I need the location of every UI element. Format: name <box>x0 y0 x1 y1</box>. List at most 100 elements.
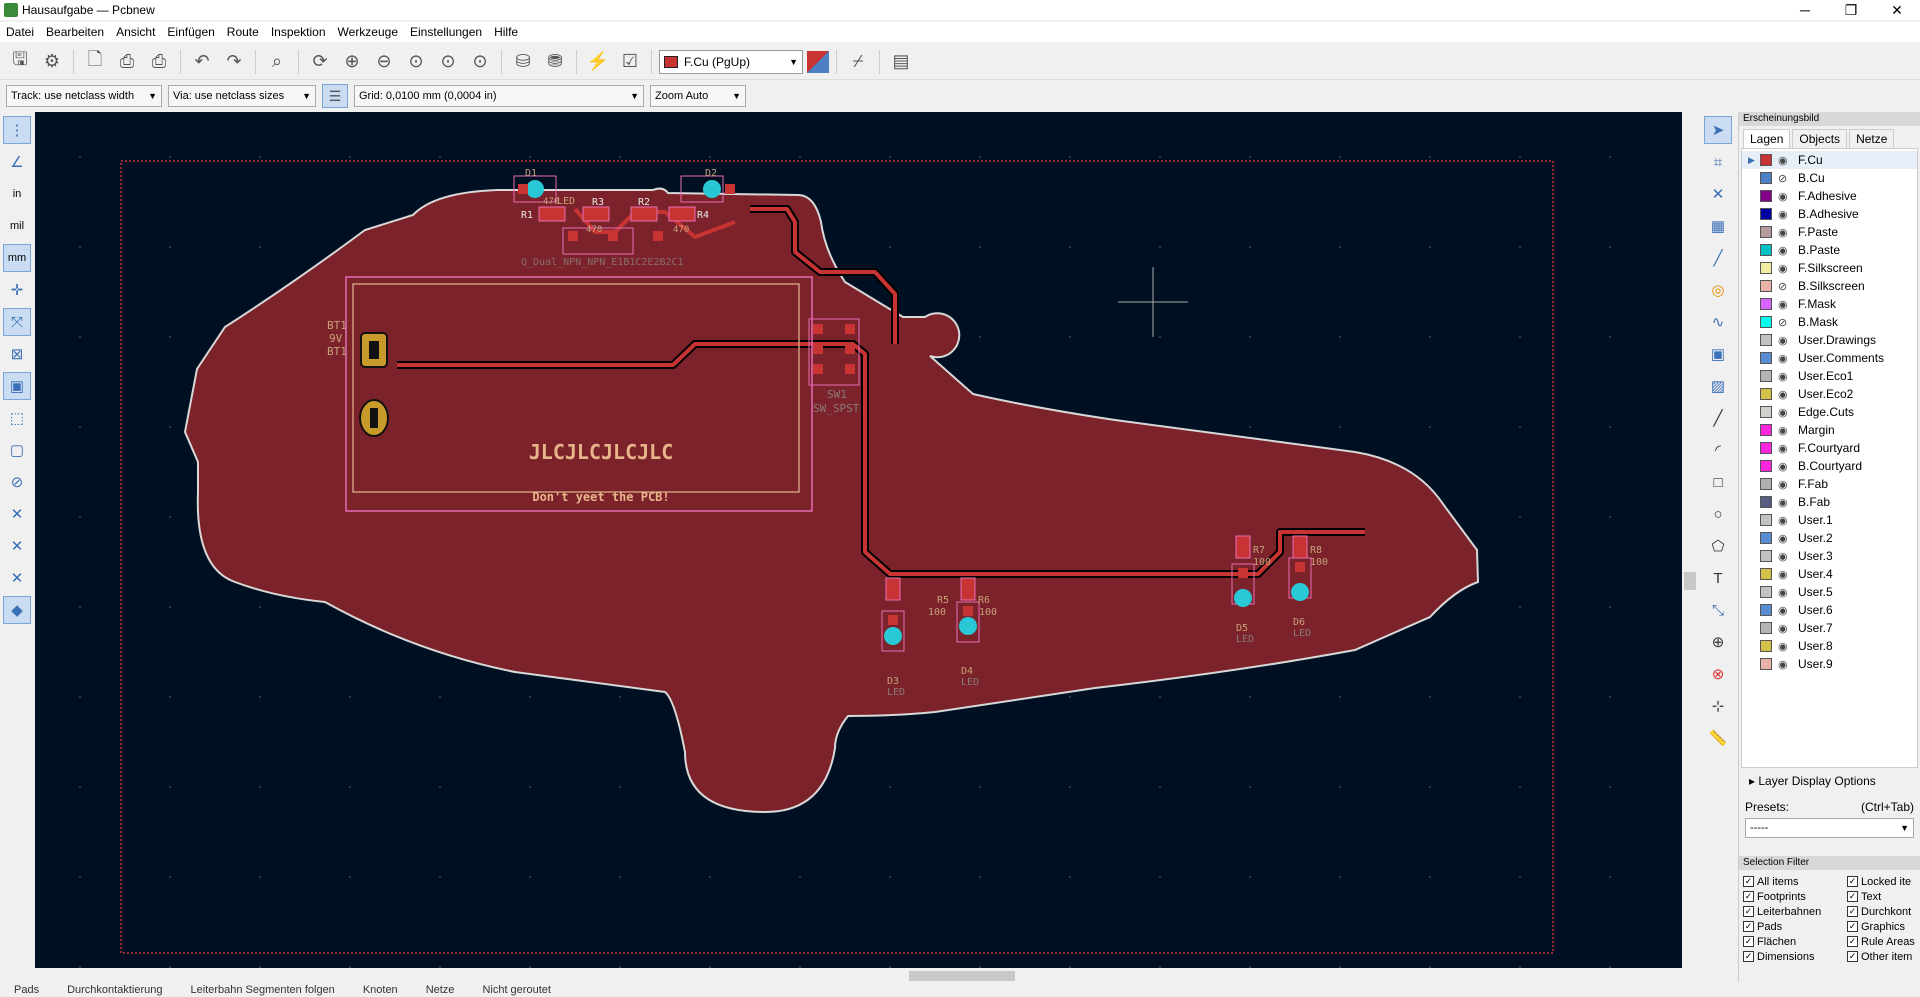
layer-color-swatch[interactable] <box>1760 190 1772 202</box>
visibility-eye-icon[interactable]: ◉ <box>1778 424 1788 437</box>
filter-checkbox[interactable]: ✓Locked ite <box>1847 874 1920 889</box>
sw1-pad[interactable] <box>845 324 855 334</box>
filter-checkbox[interactable]: ✓Leiterbahnen <box>1743 904 1847 919</box>
visibility-eye-icon[interactable]: ◉ <box>1778 262 1788 275</box>
close-button[interactable]: ✕ <box>1891 1 1903 18</box>
r7-pads[interactable] <box>1235 535 1251 559</box>
r8-pads[interactable] <box>1292 535 1308 559</box>
filter-checkbox[interactable]: ✓Flächen <box>1743 934 1847 949</box>
r2-pads[interactable] <box>630 206 658 222</box>
visibility-eye-icon[interactable]: ◉ <box>1778 244 1788 257</box>
layer-row-b-fab[interactable]: ◉B.Fab <box>1742 493 1917 511</box>
vertical-scrollbar[interactable] <box>1682 112 1698 968</box>
layer-row-margin[interactable]: ◉Margin <box>1742 421 1917 439</box>
d5-pad[interactable] <box>1234 589 1252 607</box>
draw-circle-icon[interactable]: ○ <box>1713 505 1723 523</box>
layer-color-swatch[interactable] <box>1760 172 1772 184</box>
checkbox-check-icon[interactable]: ✓ <box>1847 891 1858 902</box>
layer-row-user-4[interactable]: ◉User.4 <box>1742 565 1917 583</box>
layer-row-b-courtyard[interactable]: ◉B.Courtyard <box>1742 457 1917 475</box>
layer-row-user-comments[interactable]: ◉User.Comments <box>1742 349 1917 367</box>
pad-sketch-icon[interactable]: ⊘ <box>10 474 24 491</box>
tab-netze[interactable]: Netze <box>1849 129 1895 148</box>
layer-color-swatch[interactable] <box>1760 532 1772 544</box>
sw1[interactable]: SW1 SW_SPST <box>808 318 860 415</box>
add-zone-icon[interactable]: ▣ <box>1710 346 1726 363</box>
ratsnest-icon[interactable]: ⤧ <box>3 308 31 336</box>
layer-row-f-paste[interactable]: ◉F.Paste <box>1742 223 1917 241</box>
local-ratsnest-icon[interactable]: ✕ <box>1711 186 1725 203</box>
visibility-eye-icon[interactable]: ⊘ <box>1778 316 1788 329</box>
find-icon[interactable]: ⌕ <box>271 51 283 71</box>
layer-row-f-silkscreen[interactable]: ◉F.Silkscreen <box>1742 259 1917 277</box>
layer-color-swatch[interactable] <box>1760 550 1772 562</box>
visibility-eye-icon[interactable]: ◉ <box>1778 154 1788 167</box>
menu-hilfe[interactable]: Hilfe <box>494 25 519 39</box>
menu-einstellungen[interactable]: Einstellungen <box>410 25 483 39</box>
layer-row-f-courtyard[interactable]: ◉F.Courtyard <box>1742 439 1917 457</box>
units-mil-icon[interactable]: mil <box>9 220 25 232</box>
q-pad[interactable] <box>608 231 618 241</box>
filter-checkbox[interactable]: ✓All items <box>1743 874 1847 889</box>
redo-icon[interactable]: ↷ <box>226 51 242 71</box>
high-contrast-icon[interactable]: ✕ <box>10 570 24 587</box>
horizontal-scroll-thumb[interactable] <box>909 971 1015 981</box>
visibility-eye-icon[interactable]: ◉ <box>1778 406 1788 419</box>
checkbox-check-icon[interactable]: ✓ <box>1743 891 1754 902</box>
layer-color-swatch[interactable] <box>1760 460 1772 472</box>
layer-row-user-5[interactable]: ◉User.5 <box>1742 583 1917 601</box>
units-mm-icon[interactable]: mm <box>3 244 31 272</box>
r4-pads[interactable] <box>668 206 696 222</box>
layer-color-swatch[interactable] <box>1760 478 1772 490</box>
checkbox-check-icon[interactable]: ✓ <box>1847 906 1858 917</box>
drc-icon[interactable]: ☑ <box>621 51 639 71</box>
layer-color-swatch[interactable] <box>1760 568 1772 580</box>
layer-row-f-fab[interactable]: ◉F.Fab <box>1742 475 1917 493</box>
r1-pads[interactable] <box>538 206 566 222</box>
layer-row-user-eco2[interactable]: ◉User.Eco2 <box>1742 385 1917 403</box>
footprint-browser-icon[interactable]: ⛃ <box>547 51 563 71</box>
layer-selector[interactable]: F.Cu (PgUp) ▼ <box>659 49 803 74</box>
draw-polygon-icon[interactable]: ⬠ <box>1711 538 1725 555</box>
layer-row-b-mask[interactable]: ⊘B.Mask <box>1742 313 1917 331</box>
menu-route[interactable]: Route <box>226 25 259 39</box>
d3-pad-2[interactable] <box>888 615 898 625</box>
visibility-eye-icon[interactable]: ◉ <box>1778 190 1788 203</box>
visibility-eye-icon[interactable]: ◉ <box>1778 640 1788 653</box>
via-sketch-icon[interactable]: ✕ <box>10 506 24 523</box>
layer-color-swatch[interactable] <box>1760 658 1772 670</box>
checkbox-check-icon[interactable]: ✓ <box>1743 906 1754 917</box>
checkbox-check-icon[interactable]: ✓ <box>1743 921 1754 932</box>
menu-einfuegen[interactable]: Einfügen <box>167 25 215 39</box>
units-inch-icon[interactable]: in <box>12 188 22 200</box>
add-footprint-icon[interactable]: ▦ <box>1710 218 1726 235</box>
layer-color-swatch[interactable] <box>1760 424 1772 436</box>
print-icon[interactable]: ⎙ <box>119 51 135 71</box>
filter-checkbox[interactable]: ✓Dimensions <box>1743 949 1847 964</box>
sw1-pad[interactable] <box>845 344 855 354</box>
sw1-pad[interactable] <box>813 364 823 374</box>
sw1-pad[interactable] <box>813 324 823 334</box>
bottom-leds[interactable]: R5 100 R6 100 R7 100 R8 100 D3 LED D4 LE… <box>881 535 1328 698</box>
presets-select[interactable]: -----▼ <box>1745 818 1914 838</box>
draw-arc-icon[interactable]: ◜ <box>1715 442 1721 459</box>
layer-color-swatch[interactable] <box>1760 370 1772 382</box>
netlist-icon[interactable]: ⛁ <box>515 51 531 71</box>
layer-color-swatch[interactable] <box>1760 442 1772 454</box>
layer-row-f-adhesive[interactable]: ◉F.Adhesive <box>1742 187 1917 205</box>
measure-icon[interactable]: 📏 <box>1708 730 1728 747</box>
checkbox-check-icon[interactable]: ✓ <box>1847 921 1858 932</box>
layer-color-swatch[interactable] <box>1760 298 1772 310</box>
visibility-eye-icon[interactable]: ⊘ <box>1778 280 1788 293</box>
horizontal-scrollbar[interactable] <box>35 968 1698 984</box>
layer-color-swatch[interactable] <box>1760 334 1772 346</box>
sw1-pad[interactable] <box>845 364 855 374</box>
r5-pads[interactable] <box>885 577 901 601</box>
d1-pad[interactable] <box>526 180 544 198</box>
visibility-eye-icon[interactable]: ◉ <box>1778 550 1788 563</box>
page-settings-icon[interactable]: 🗋 <box>87 48 103 69</box>
cursor-style-icon[interactable]: ✛ <box>10 282 24 299</box>
layer-row-b-cu[interactable]: ⊘B.Cu <box>1742 169 1917 187</box>
visibility-eye-icon[interactable]: ◉ <box>1778 352 1788 365</box>
layer-color-swatch[interactable] <box>1760 514 1772 526</box>
